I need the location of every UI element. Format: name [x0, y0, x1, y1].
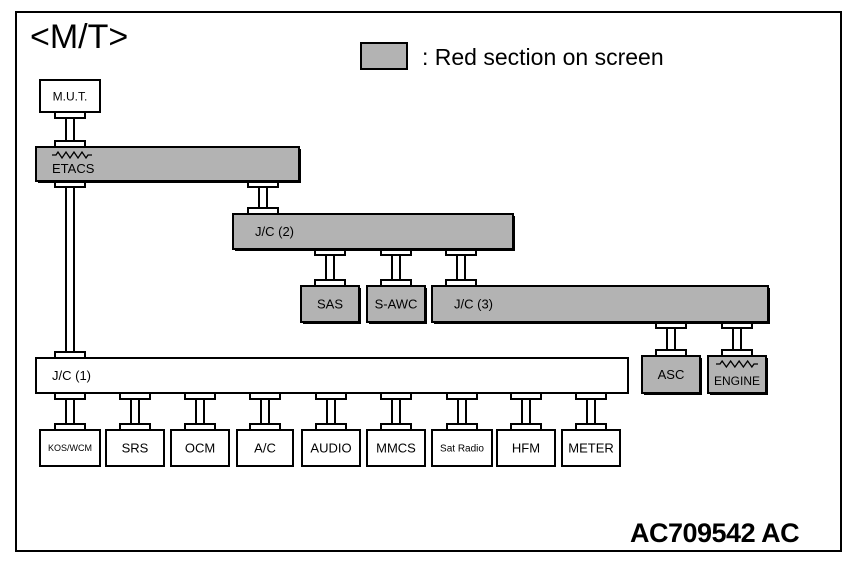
node-mmcs: MMCS: [366, 429, 426, 467]
node-label-engine: ENGINE: [714, 374, 760, 388]
bus-connector: [446, 392, 478, 431]
node-audio: AUDIO: [301, 429, 361, 467]
figure-id: AC709542 AC: [630, 518, 800, 548]
node-ocm: OCM: [170, 429, 230, 467]
legend-swatch: [360, 42, 408, 70]
node-etacs: ETACS: [35, 146, 301, 183]
bus-connector: [721, 321, 753, 357]
node-jc1: J/C (1): [35, 357, 629, 394]
node-hfm: HFM: [496, 429, 556, 467]
node-srs: SRS: [105, 429, 165, 467]
node-sawc: S-AWC: [366, 285, 427, 324]
connector-lines: [54, 111, 753, 431]
bus-connector: [249, 392, 281, 431]
node-engine: ENGINE: [707, 355, 768, 395]
bus-connector: [380, 248, 412, 287]
bus-connector: [445, 248, 477, 287]
node-label-etacs: ETACS: [52, 161, 95, 176]
legend-text: : Red section on screen: [422, 44, 664, 70]
transmission-title: <M/T>: [30, 18, 129, 56]
bus-connector: [119, 392, 151, 431]
node-label-ocm: OCM: [185, 441, 215, 456]
node-sas: SAS: [300, 285, 361, 324]
node-asc: ASC: [641, 355, 702, 395]
node-label-kos: KOS/WCM: [48, 443, 92, 453]
node-jc2: J/C (2): [232, 213, 515, 251]
node-jc3: J/C (3): [431, 285, 770, 324]
bus-connector: [380, 392, 412, 431]
resistor-icon: [716, 359, 758, 369]
node-label-mut: M.U.T.: [53, 89, 88, 103]
node-label-satradio: Sat Radio: [440, 444, 484, 455]
bus-connector: [54, 180, 86, 359]
bus-connector: [54, 111, 86, 148]
node-mut: M.U.T.: [39, 79, 101, 113]
bus-connector: [510, 392, 542, 431]
node-label-jc1: J/C (1): [52, 368, 91, 383]
bus-connector: [575, 392, 607, 431]
bus-connector: [314, 248, 346, 287]
node-meter: METER: [561, 429, 621, 467]
bus-connector: [184, 392, 216, 431]
node-label-mmcs: MMCS: [376, 441, 416, 456]
node-label-srs: SRS: [122, 441, 149, 456]
bus-connector: [315, 392, 347, 431]
node-kos: KOS/WCM: [39, 429, 101, 467]
node-satradio: Sat Radio: [431, 429, 493, 467]
bus-connector: [247, 180, 279, 215]
node-label-ac: A/C: [254, 441, 276, 456]
node-ac: A/C: [236, 429, 294, 467]
node-label-jc3: J/C (3): [454, 297, 493, 312]
node-label-asc: ASC: [658, 367, 685, 382]
node-label-meter: METER: [568, 441, 614, 456]
module-boxes: M.U.T. ETACS J/C (2) SAS S-AWC J/C (3) J/C (1)…: [35, 79, 770, 467]
node-label-hfm: HFM: [512, 441, 540, 456]
node-label-sas: SAS: [317, 297, 343, 312]
node-label-audio: AUDIO: [310, 441, 351, 456]
bus-connector: [54, 392, 86, 431]
resistor-icon: [52, 150, 92, 160]
bus-connector: [655, 321, 687, 357]
node-label-jc2: J/C (2): [255, 224, 294, 239]
node-label-sawc: S-AWC: [375, 297, 418, 312]
